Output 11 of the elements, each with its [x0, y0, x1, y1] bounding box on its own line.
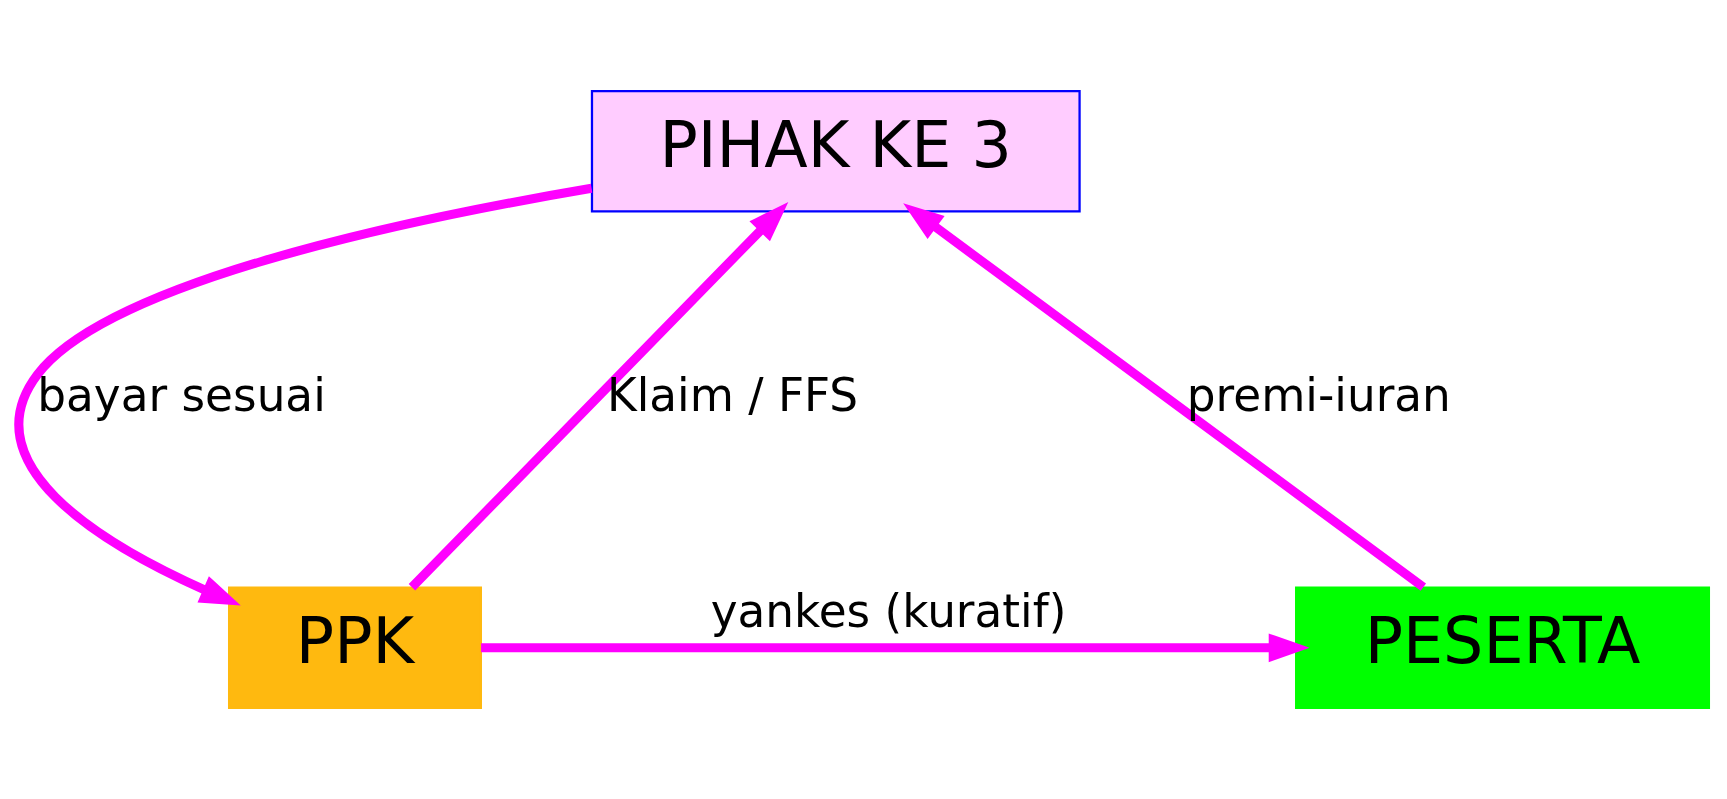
edge-label: bayar sesuai	[37, 368, 326, 422]
arrow	[481, 633, 1310, 663]
node-box: PPK	[228, 586, 482, 710]
arrow	[14, 183, 593, 606]
node-box: PIHAK KE 3	[590, 89, 1081, 213]
arrow	[408, 202, 789, 591]
edge-label: premi-iuran	[1186, 368, 1451, 422]
arrow	[903, 203, 1427, 591]
node-box: PESERTA	[1295, 586, 1711, 710]
edge-label: yankes (kuratif)	[710, 585, 1067, 639]
edge-label: Klaim / FFS	[607, 368, 859, 422]
